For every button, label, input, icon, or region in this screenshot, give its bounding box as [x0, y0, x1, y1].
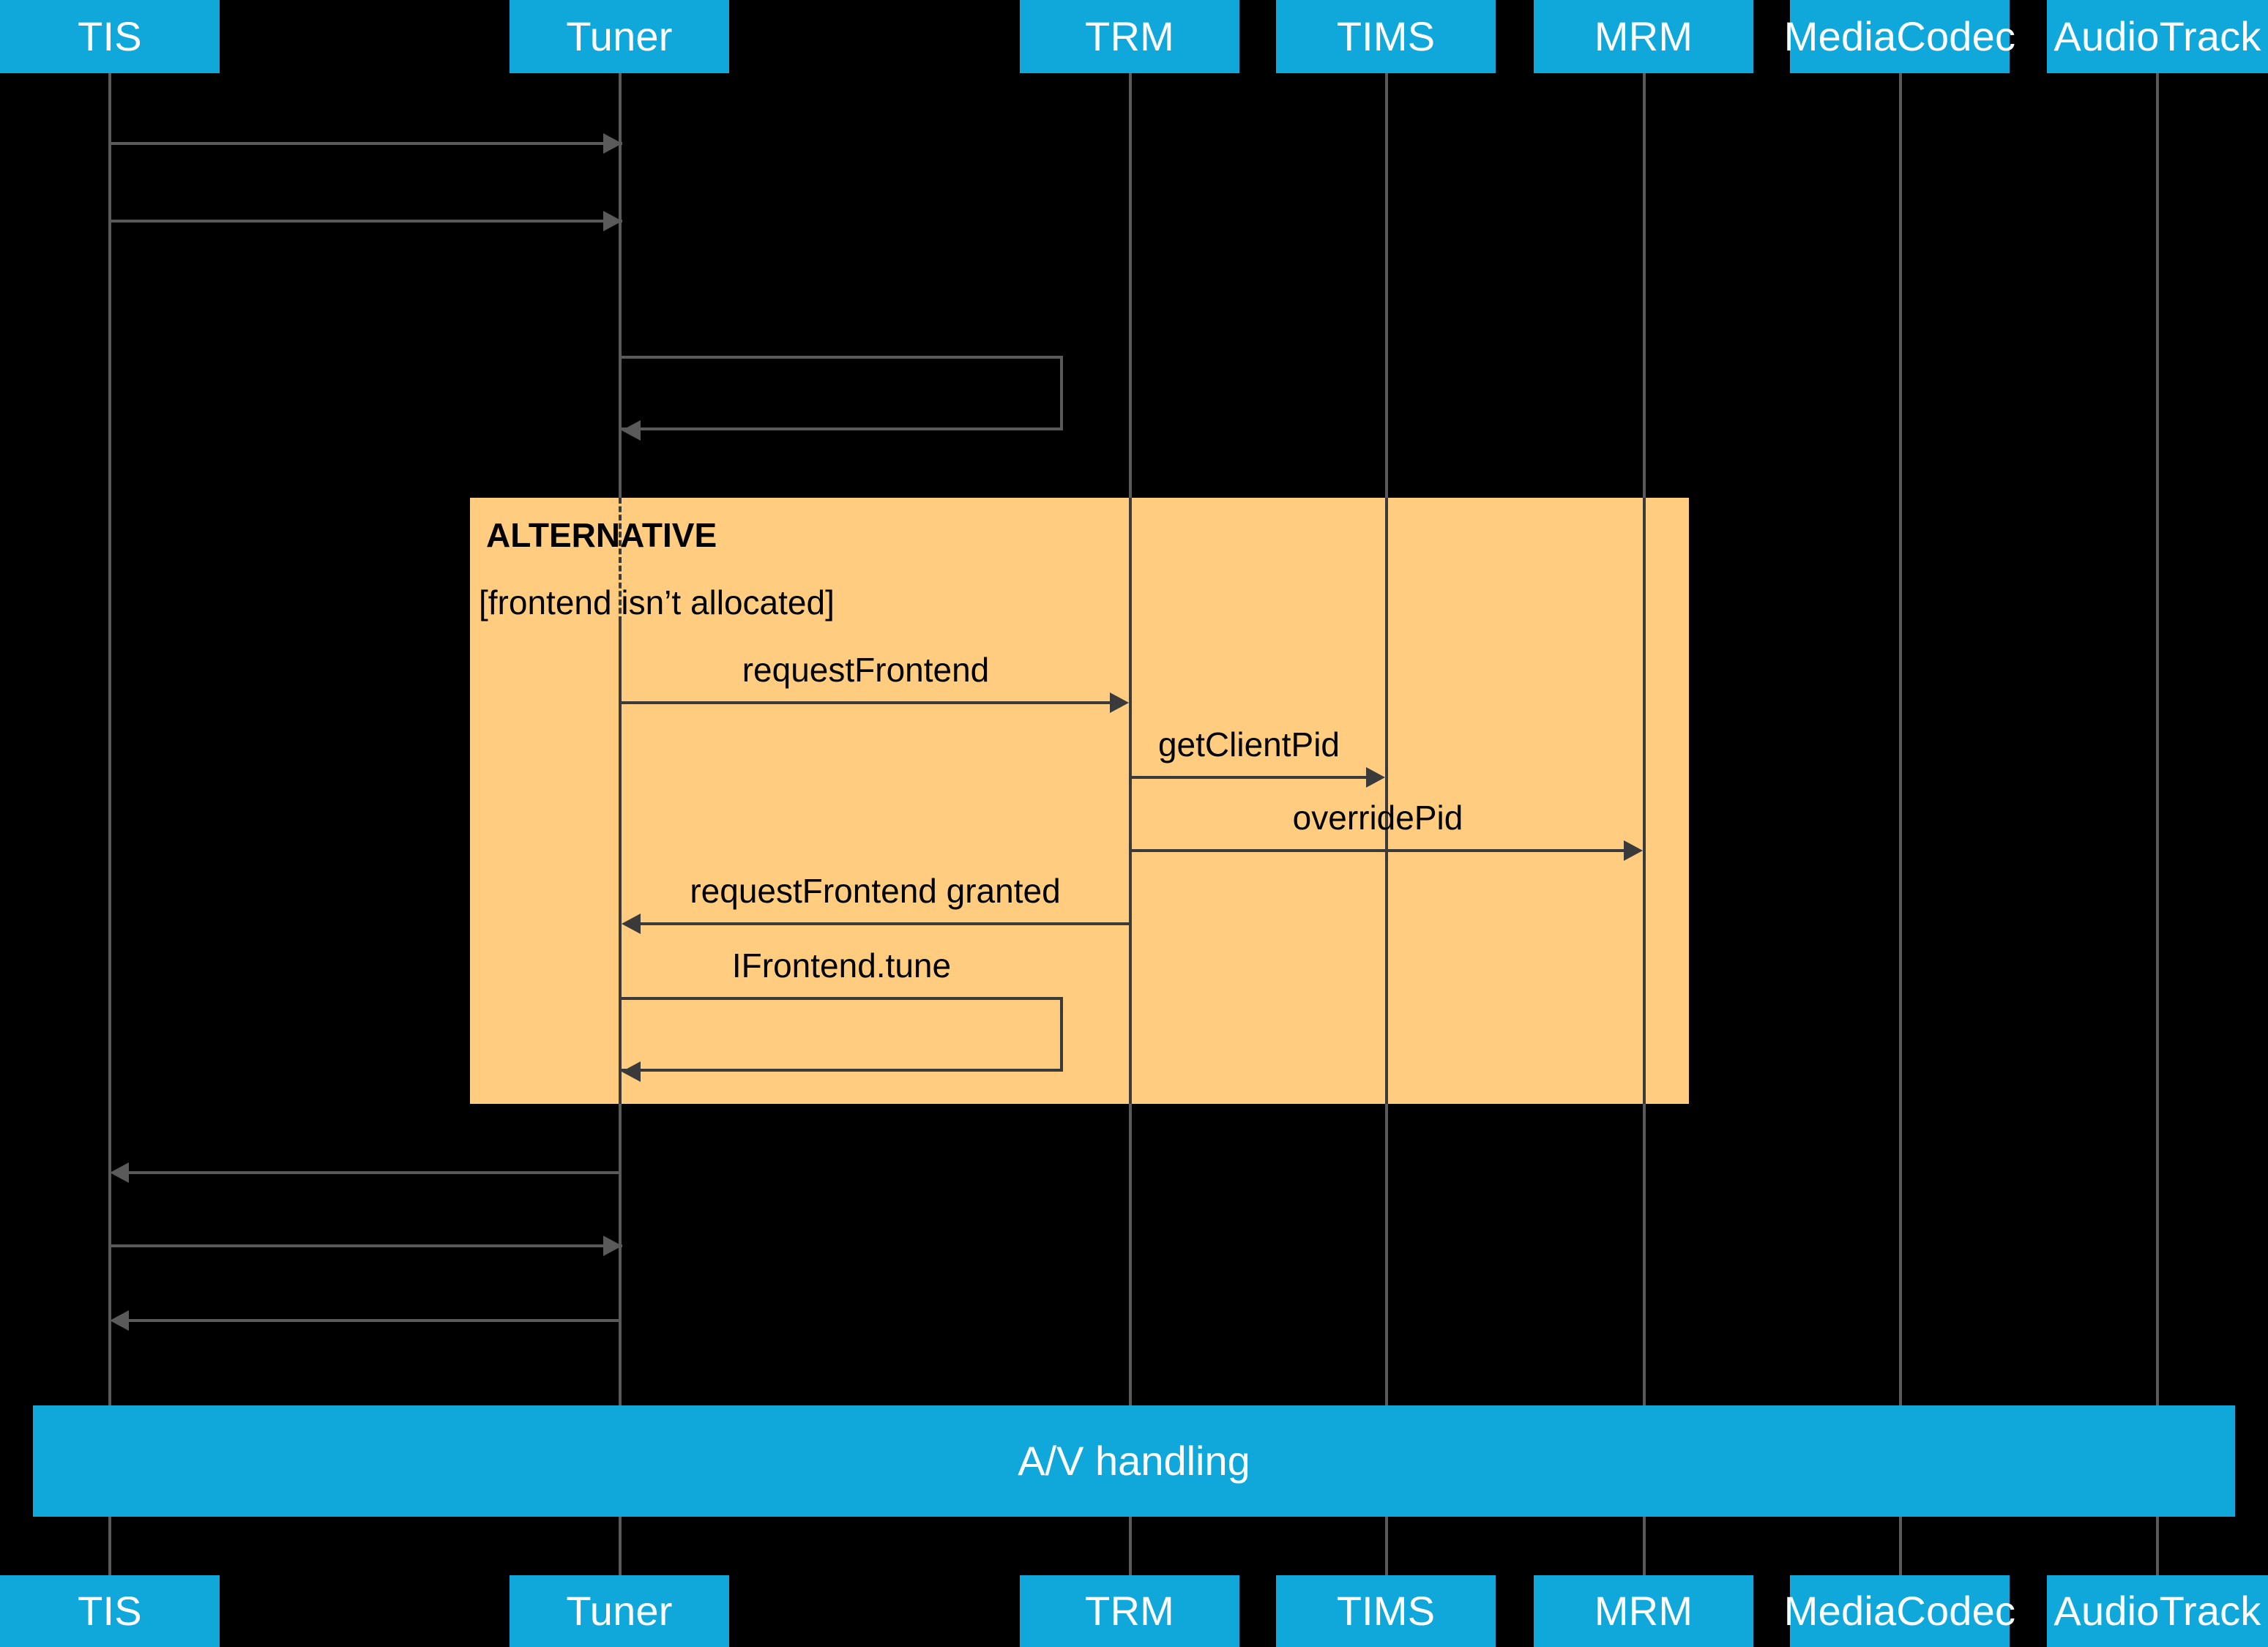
arrowhead-m1	[603, 133, 622, 154]
arrowhead-m10	[603, 1236, 622, 1256]
arrowhead-m5	[1366, 767, 1385, 788]
arrowhead-m4	[1110, 692, 1129, 713]
participant-mediacodec[interactable]: MediaCodec	[1784, 0, 2015, 73]
av-handling-label: A/V handling	[1018, 1438, 1250, 1484]
message-label-m8: IFrontend.tune	[731, 946, 952, 985]
lifeline-trm-fragment	[1129, 498, 1132, 1104]
alt-fragment	[470, 498, 1689, 1104]
selfcall-box-m8	[620, 997, 1063, 1072]
participant-tis[interactable]: TIS	[0, 0, 220, 73]
arrowhead-m3	[622, 420, 641, 441]
message-line-m9	[129, 1171, 622, 1174]
message-line-m2	[110, 220, 622, 223]
arrowhead-m6	[1624, 840, 1643, 861]
message-label-m4: requestFrontend	[742, 651, 990, 689]
lifeline-audiotrack	[2156, 73, 2159, 1575]
participant-bottom-mrm[interactable]: MRM	[1534, 1575, 1753, 1647]
arrowhead-m11	[110, 1310, 129, 1331]
participant-audiotrack[interactable]: AudioTrack	[2047, 0, 2268, 73]
participant-bottom-tuner[interactable]: Tuner	[510, 1575, 729, 1647]
lifeline-tuner-fragment-top	[619, 498, 622, 622]
lifeline-mediacodec	[1899, 73, 1902, 1575]
participant-trm[interactable]: TRM	[1020, 0, 1239, 73]
participant-bottom-mediacodec[interactable]: MediaCodec	[1784, 1575, 2015, 1647]
participant-bottom-audiotrack[interactable]: AudioTrack	[2047, 1575, 2268, 1647]
arrowhead-m7	[622, 914, 641, 934]
message-label-m6: overridePid	[1292, 799, 1463, 837]
av-handling-bar[interactable]: A/V handling	[33, 1405, 2235, 1517]
arrowhead-m9	[110, 1162, 129, 1183]
message-line-m5	[1130, 776, 1368, 779]
message-line-m10	[110, 1244, 622, 1247]
arrowhead-m8	[622, 1061, 641, 1082]
message-line-m7	[641, 922, 1130, 925]
message-line-m1	[110, 142, 622, 145]
participant-bottom-trm[interactable]: TRM	[1020, 1575, 1239, 1647]
message-label-m7: requestFrontend granted	[690, 872, 1061, 910]
message-line-m6	[1130, 849, 1625, 852]
message-line-m11	[129, 1319, 622, 1322]
alt-fragment-guard: [frontend isn’t allocated]	[479, 583, 835, 621]
alt-fragment-operator: ALTERNATIVE	[486, 516, 717, 554]
selfcall-box-m3	[620, 356, 1063, 430]
message-line-m4	[620, 701, 1111, 704]
lifeline-mrm-fragment	[1643, 498, 1646, 1104]
lifeline-tims-fragment	[1385, 498, 1388, 1104]
participant-tuner[interactable]: Tuner	[510, 0, 729, 73]
lifeline-tuner-fragment	[619, 622, 622, 1104]
participant-bottom-tis[interactable]: TIS	[0, 1575, 220, 1647]
participant-tims[interactable]: TIMS	[1276, 0, 1496, 73]
arrowhead-m2	[603, 211, 622, 231]
participant-bottom-tims[interactable]: TIMS	[1276, 1575, 1496, 1647]
lifeline-tis	[108, 73, 111, 1575]
message-label-m5: getClientPid	[1157, 725, 1340, 763]
participant-mrm[interactable]: MRM	[1534, 0, 1753, 73]
